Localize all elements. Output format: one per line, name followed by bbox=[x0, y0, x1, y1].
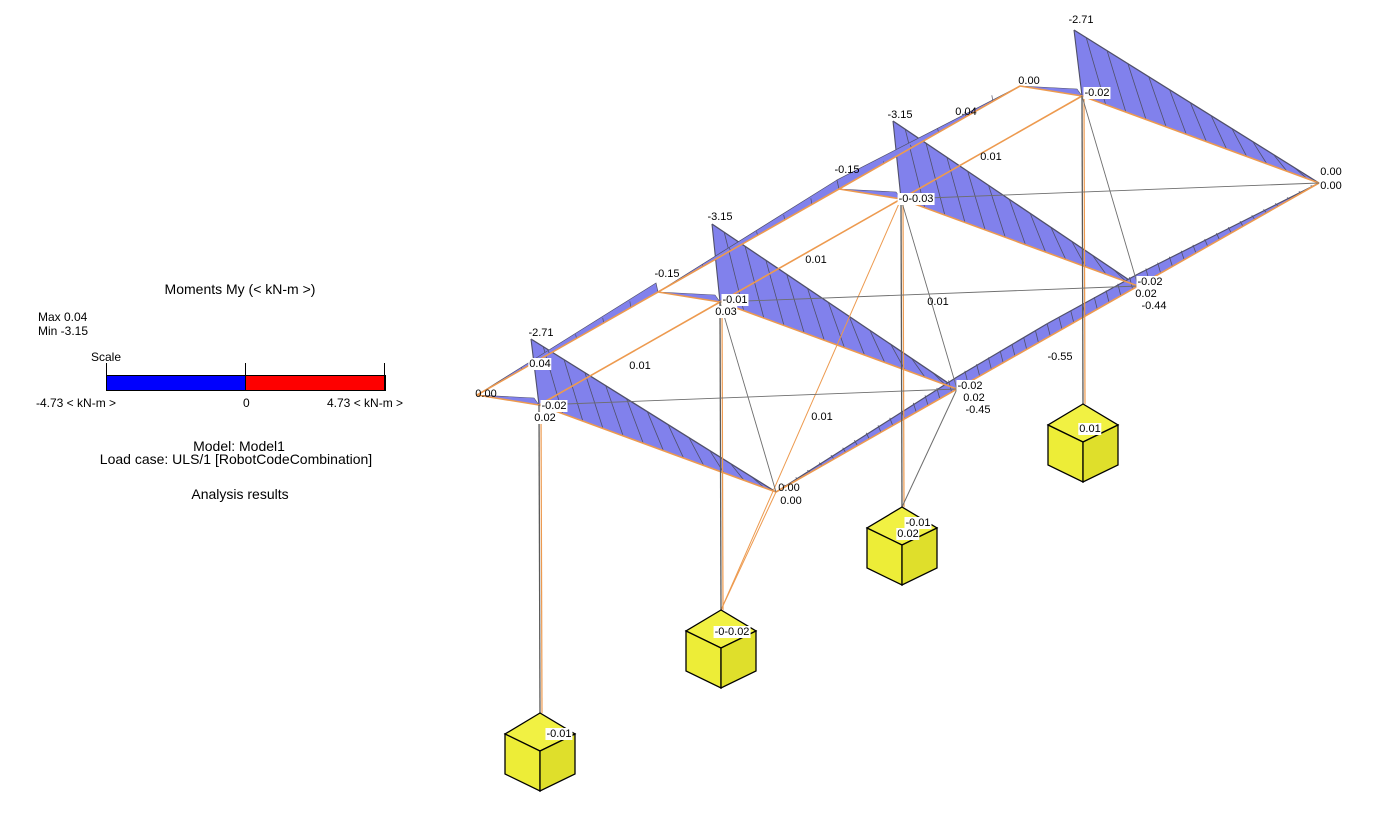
legend-max-value: Max 0.04 bbox=[38, 310, 88, 324]
load-case-line: Load case: ULS/1 [RobotCodeCombination] bbox=[99, 451, 373, 467]
legend-min-value: Min -3.15 bbox=[38, 324, 89, 338]
support-cubes bbox=[503, 403, 1120, 793]
legend-scale-label: Scale bbox=[91, 350, 122, 364]
analysis-results-line: Analysis results bbox=[191, 486, 289, 502]
scale-max-text: 4.73 < kN-m > bbox=[327, 396, 404, 410]
scale-min-text: -4.73 < kN-m > bbox=[36, 396, 117, 410]
model-name-line: Model: Model1 bbox=[193, 438, 285, 454]
members-orange bbox=[476, 85, 1320, 714]
moment-fins bbox=[530, 29, 1320, 493]
legend-panel: Moments My (< kN-m >) Max 0.04 Min -3.15… bbox=[0, 0, 460, 818]
scale-tick-min bbox=[106, 363, 107, 390]
legend-title: Moments My (< kN-m >) bbox=[164, 281, 316, 297]
scale-zero-text: 0 bbox=[243, 396, 250, 410]
scale-tick-max bbox=[384, 363, 385, 390]
scale-bar-negative-segment bbox=[107, 376, 246, 390]
legend-color-scale-bar bbox=[106, 363, 387, 391]
members-gray bbox=[538, 95, 1320, 714]
scale-bar-positive-segment bbox=[246, 376, 385, 390]
scale-tick-zero bbox=[245, 363, 246, 390]
